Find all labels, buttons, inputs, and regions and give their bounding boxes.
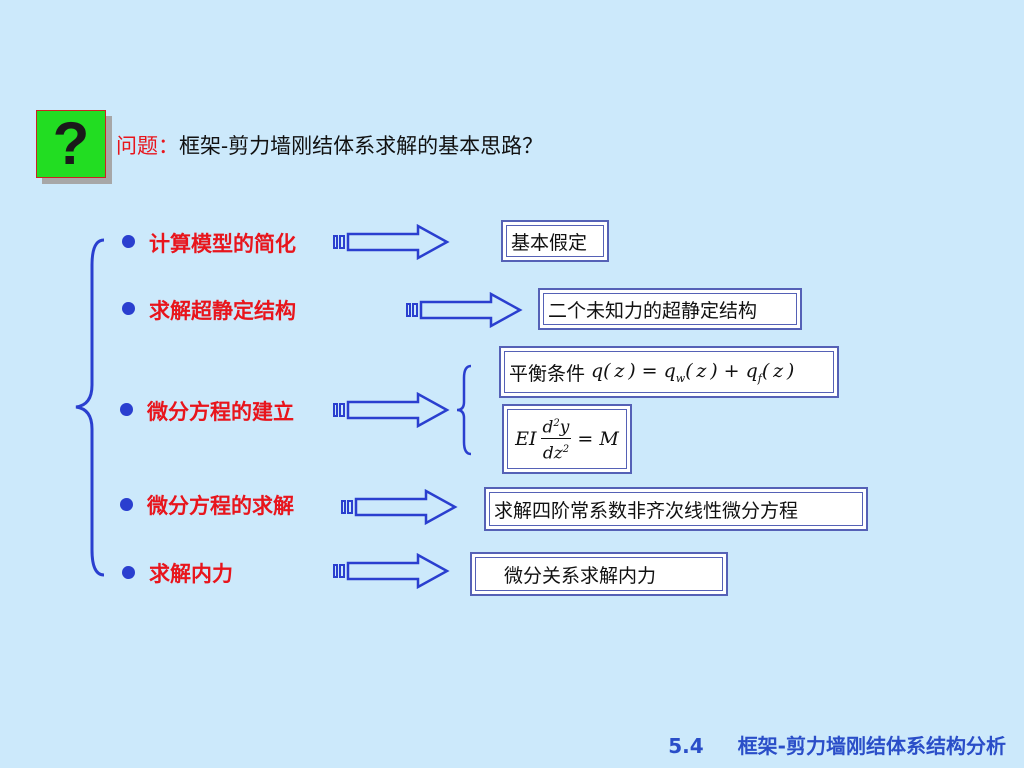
bullet-4: [120, 498, 133, 511]
result-box-5: 微分关系求解内力: [470, 552, 728, 596]
result-box-4: 求解四阶常系数非齐次线性微分方程: [484, 487, 868, 531]
question-mark-icon: ?: [36, 110, 106, 178]
step-2-label: 求解超静定结构: [149, 298, 296, 323]
step-3-label: 微分方程的建立: [147, 399, 294, 424]
differential-box: EI d2y dz2 = M: [502, 404, 632, 474]
differential-formula: EI d2y dz2 = M: [507, 409, 627, 469]
step-4-label: 微分方程的求解: [147, 493, 294, 518]
result-2-text: 二个未知力的超静定结构: [543, 293, 797, 325]
bullet-1: [122, 235, 135, 248]
question-label: 问题：: [116, 134, 179, 158]
bullet-2: [122, 302, 135, 315]
result-box-1: 基本假定: [501, 220, 609, 262]
section-number: 5.4: [668, 734, 704, 758]
question-text: 框架-剪力墙刚结体系求解的基本思路？: [179, 134, 544, 158]
arrow-3: [333, 392, 450, 428]
arrow-1: [333, 224, 450, 260]
bullet-5: [122, 566, 135, 579]
step-1-label: 计算模型的简化: [149, 231, 296, 256]
bullet-3: [120, 403, 133, 416]
question-title: 问题：框架-剪力墙刚结体系求解的基本思路？: [116, 130, 543, 160]
result-4-text: 求解四阶常系数非齐次线性微分方程: [489, 492, 863, 526]
step-5-label: 求解内力: [149, 561, 233, 586]
arrow-2: [406, 292, 523, 328]
equilibrium-formula: q( z ) = qw( z ) + qf( z ): [591, 359, 795, 385]
result-1-text: 基本假定: [506, 225, 604, 257]
arrow-4: [341, 489, 458, 525]
small-brace: [456, 364, 472, 456]
arrow-5: [333, 553, 450, 589]
equilibrium-label: 平衡条件: [509, 362, 586, 385]
footer: 5.4 框架-剪力墙刚结体系结构分析: [668, 730, 1006, 759]
result-box-2: 二个未知力的超静定结构: [538, 288, 802, 330]
left-brace: [75, 238, 105, 577]
equilibrium-box: 平衡条件 q( z ) = qw( z ) + qf( z ): [499, 346, 839, 398]
result-5-text: 微分关系求解内力: [475, 557, 723, 591]
section-title: 框架-剪力墙刚结体系结构分析: [737, 734, 1006, 758]
equilibrium-content: 平衡条件 q( z ) = qw( z ) + qf( z ): [504, 351, 834, 393]
